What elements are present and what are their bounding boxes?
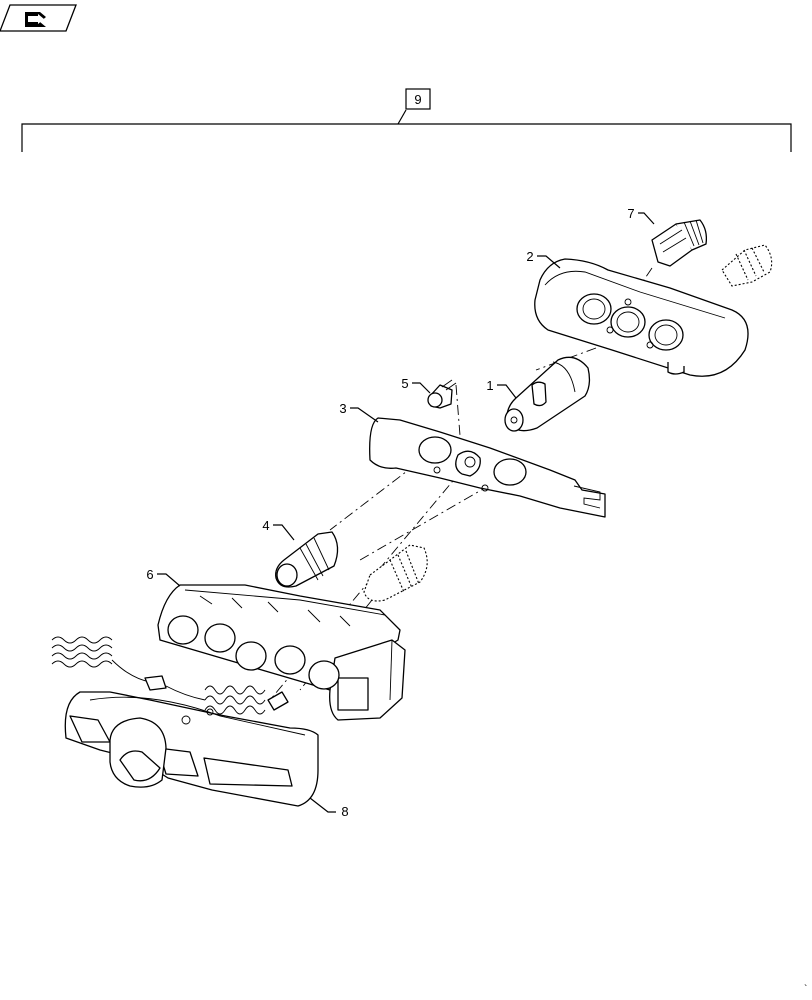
leader-5 [412,382,431,394]
callout-7: 7 [627,206,634,221]
callout-6: 6 [146,567,153,582]
part-3-lock-plate [369,417,606,518]
leader-6 [157,573,181,587]
leader-8 [309,797,336,813]
callout-8: 8 [341,804,348,819]
callout-1: 1 [486,378,493,393]
assembly-bracket: 9 [21,88,792,152]
leader-1 [497,384,517,399]
callout-4: 4 [262,518,269,533]
part-8-dust-cover [64,691,319,807]
callout-2: 2 [526,249,533,264]
part-6-coupler-housing [157,584,406,721]
header-badge [0,4,77,32]
ghost-coupler [363,544,428,602]
corner-mark: ` [804,983,807,995]
leader-lines [157,212,655,813]
part-5-screw [427,379,457,409]
callout-5: 5 [401,376,408,391]
part-7-fitting [651,219,708,267]
callout-3: 3 [339,401,346,416]
ghost-fitting-right [721,244,773,287]
leader-4 [273,524,295,541]
part-4-coupler [275,531,339,588]
leader-2 [537,255,561,269]
assembly-callout-number: 9 [414,92,421,107]
spring-cord [51,636,289,715]
leader-3 [350,407,379,423]
assembly-callout-box [405,88,431,110]
part-2-rear-plate [534,258,749,377]
part-1-pin [504,356,591,432]
leader-7 [638,212,655,225]
book-arrow-icon [25,12,46,27]
